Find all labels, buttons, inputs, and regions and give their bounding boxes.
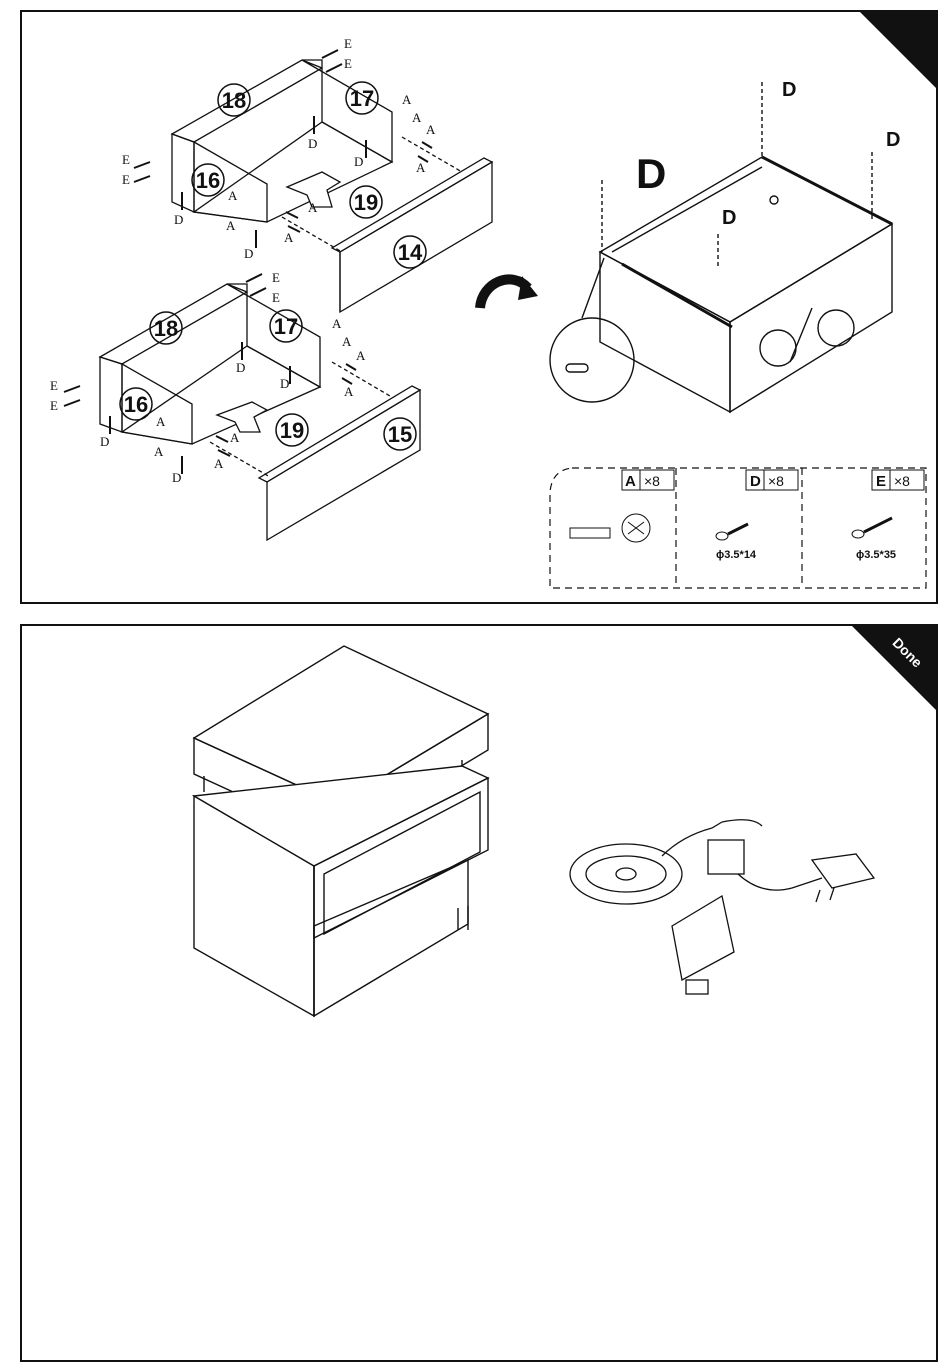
svg-text:A: A xyxy=(156,414,166,429)
svg-text:A: A xyxy=(416,160,426,175)
svg-text:D: D xyxy=(886,129,900,151)
svg-text:A: A xyxy=(308,200,318,215)
step-corner-tab xyxy=(860,12,936,88)
svg-text:A: A xyxy=(426,122,436,137)
svg-text:E: E xyxy=(344,36,352,51)
cam-lock-icon xyxy=(570,514,650,542)
big-screw-label: D xyxy=(636,150,666,197)
hardware-qty: ×8 xyxy=(768,473,784,489)
short-screw-icon xyxy=(716,524,748,540)
remote-control-icon xyxy=(672,896,734,980)
hardware-code: D xyxy=(750,473,761,490)
svg-text:D: D xyxy=(782,79,796,101)
hardware-code: E xyxy=(876,473,886,490)
svg-text:D: D xyxy=(244,246,253,261)
svg-text:D: D xyxy=(354,154,363,169)
svg-text:A: A xyxy=(230,430,240,445)
part-number: 18 xyxy=(154,316,178,341)
hardware-code: A xyxy=(625,473,636,490)
svg-text:A: A xyxy=(228,188,238,203)
svg-text:D: D xyxy=(722,207,736,229)
svg-text:D: D xyxy=(100,434,109,449)
part-number: 19 xyxy=(354,190,378,215)
part-number: 15 xyxy=(388,422,412,447)
assembly-step-panel: 18 17 16 19 14 18 17 xyxy=(20,10,938,604)
assembly-diagram: 18 17 16 19 14 18 17 xyxy=(22,12,936,602)
svg-text:A: A xyxy=(342,334,352,349)
part-number: 19 xyxy=(280,418,304,443)
lower-drawer-part-numbers: 18 17 16 19 15 xyxy=(120,310,416,450)
led-kit-illustration xyxy=(570,820,874,994)
svg-text:D: D xyxy=(280,376,289,391)
upper-drawer-part-numbers: 18 17 16 19 14 xyxy=(192,82,426,268)
part-number: 16 xyxy=(196,168,220,193)
nightstand-illustration xyxy=(194,646,488,1016)
svg-text:A: A xyxy=(214,456,224,471)
part-number: 18 xyxy=(222,88,246,113)
part-number: 17 xyxy=(274,314,298,339)
svg-text:E: E xyxy=(122,172,130,187)
svg-text:D: D xyxy=(308,136,317,151)
svg-text:E: E xyxy=(50,398,58,413)
svg-text:D: D xyxy=(236,360,245,375)
svg-text:A: A xyxy=(154,444,164,459)
hardware-qty: ×8 xyxy=(894,473,910,489)
controller-box-icon xyxy=(708,840,744,874)
svg-text:D: D xyxy=(172,470,181,485)
part-number: 17 xyxy=(350,86,374,111)
svg-text:D: D xyxy=(174,212,183,227)
completed-product-panel: Done xyxy=(20,624,938,1362)
svg-text:A: A xyxy=(402,92,412,107)
part-number: 14 xyxy=(398,240,423,265)
svg-text:A: A xyxy=(344,384,354,399)
long-screw-icon xyxy=(852,518,892,538)
completed-nightstand-diagram: Done xyxy=(22,626,936,1360)
done-corner-tab xyxy=(852,626,936,710)
svg-text:E: E xyxy=(122,152,130,167)
rotate-arrow-icon xyxy=(480,276,538,308)
svg-text:A: A xyxy=(412,110,422,125)
svg-text:A: A xyxy=(284,230,294,245)
hardware-box: A ×8 D ×8 ϕ3.5*14 E ×8 xyxy=(550,468,926,588)
part-number: 16 xyxy=(124,392,148,417)
assembled-drawer xyxy=(550,82,892,412)
hardware-size: ϕ3.5*35 xyxy=(856,549,896,561)
svg-text:E: E xyxy=(272,290,280,305)
svg-text:E: E xyxy=(344,56,352,71)
power-adapter-icon xyxy=(812,854,874,888)
hardware-size: ϕ3.5*14 xyxy=(716,549,757,561)
svg-text:A: A xyxy=(356,348,366,363)
svg-text:E: E xyxy=(50,378,58,393)
svg-text:E: E xyxy=(272,270,280,285)
svg-text:A: A xyxy=(332,316,342,331)
hardware-qty: ×8 xyxy=(644,473,660,489)
svg-text:A: A xyxy=(226,218,236,233)
